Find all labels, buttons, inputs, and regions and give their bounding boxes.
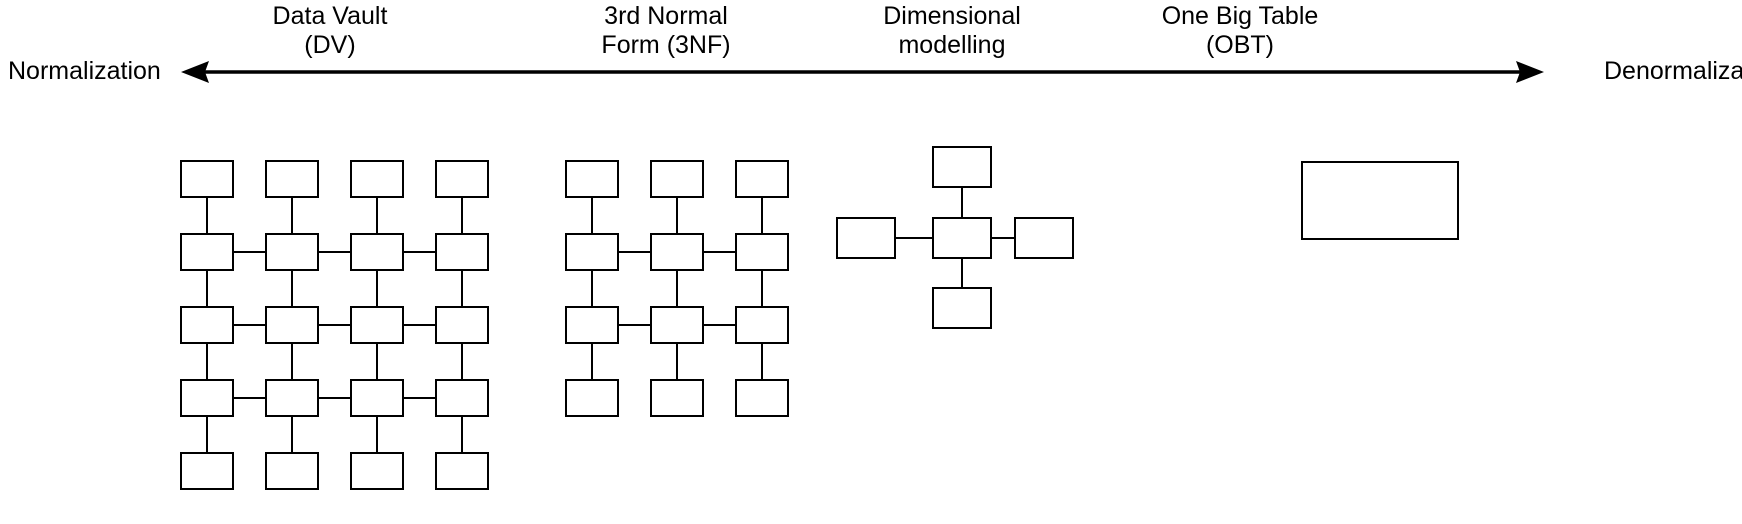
connector-vertical	[290, 417, 294, 452]
connector-vertical	[290, 198, 294, 233]
table-node	[435, 160, 489, 198]
connector-vertical	[460, 198, 464, 233]
connector-vertical	[375, 417, 379, 452]
table-node	[180, 160, 234, 198]
connector-vertical	[460, 271, 464, 306]
table-node	[435, 379, 489, 417]
table-node	[180, 306, 234, 344]
connector-horizontal	[319, 396, 350, 400]
connector-horizontal	[619, 250, 650, 254]
connector-horizontal	[992, 236, 1014, 240]
table-node	[265, 452, 319, 490]
connector-horizontal	[234, 396, 265, 400]
connector-vertical	[290, 344, 294, 379]
connector-horizontal	[404, 323, 435, 327]
dimension-table-node	[932, 146, 992, 188]
dimension-table-node	[932, 287, 992, 329]
connector-vertical	[760, 344, 764, 379]
table-node	[435, 452, 489, 490]
table-node	[735, 379, 789, 417]
connector-vertical	[675, 271, 679, 306]
connector-vertical	[205, 271, 209, 306]
connector-vertical	[375, 344, 379, 379]
connector-vertical	[590, 344, 594, 379]
connector-vertical	[205, 344, 209, 379]
table-node	[565, 306, 619, 344]
connector-vertical	[760, 198, 764, 233]
table-node	[180, 379, 234, 417]
column-title-dimensional-modelling: Dimensional modelling	[802, 2, 1102, 60]
axis-label-normalization: Normalization	[8, 57, 161, 85]
table-node	[350, 233, 404, 271]
table-node	[565, 233, 619, 271]
column-title-line2: (OBT)	[1205, 31, 1275, 59]
table-node	[735, 160, 789, 198]
table-node	[180, 452, 234, 490]
column-title-line1: Data Vault	[272, 2, 388, 30]
column-title-line2: (DV)	[304, 31, 356, 59]
table-node	[565, 379, 619, 417]
connector-vertical	[960, 188, 964, 217]
column-title-line2: modelling	[898, 31, 1006, 59]
table-node	[265, 233, 319, 271]
table-node	[350, 306, 404, 344]
column-title-line1: Dimensional	[883, 2, 1021, 30]
connector-horizontal	[896, 236, 932, 240]
axis-label-denormalization: Denormalization	[1604, 57, 1742, 85]
fact-table-node	[932, 217, 992, 259]
connector-vertical	[590, 271, 594, 306]
table-node	[650, 160, 704, 198]
connector-vertical	[675, 198, 679, 233]
connector-vertical	[290, 271, 294, 306]
connector-vertical	[205, 198, 209, 233]
table-node	[650, 379, 704, 417]
table-node	[565, 160, 619, 198]
connector-horizontal	[404, 396, 435, 400]
table-node	[180, 233, 234, 271]
connector-horizontal	[319, 323, 350, 327]
table-node	[350, 160, 404, 198]
connector-vertical	[590, 198, 594, 233]
connector-vertical	[375, 198, 379, 233]
connector-vertical	[375, 271, 379, 306]
table-node	[265, 160, 319, 198]
connector-vertical	[675, 344, 679, 379]
table-node	[350, 379, 404, 417]
column-title-line1: 3rd Normal	[604, 2, 728, 30]
column-title-one-big-table: One Big Table (OBT)	[1090, 2, 1390, 60]
table-node	[650, 233, 704, 271]
connector-horizontal	[704, 250, 735, 254]
table-node	[650, 306, 704, 344]
column-title-third-normal-form: 3rd Normal Form (3NF)	[516, 2, 816, 60]
table-node	[265, 306, 319, 344]
table-node	[735, 306, 789, 344]
table-node	[435, 233, 489, 271]
connector-horizontal	[404, 250, 435, 254]
connector-horizontal	[619, 323, 650, 327]
connector-vertical	[960, 259, 964, 287]
connector-vertical	[760, 271, 764, 306]
column-title-line1: One Big Table	[1161, 2, 1319, 30]
connector-horizontal	[234, 323, 265, 327]
connector-horizontal	[319, 250, 350, 254]
column-title-data-vault: Data Vault (DV)	[180, 2, 480, 60]
table-node	[265, 379, 319, 417]
connector-vertical	[460, 344, 464, 379]
table-node	[435, 306, 489, 344]
one-big-table-node	[1301, 161, 1459, 240]
dimension-table-node	[1014, 217, 1074, 259]
connector-horizontal	[234, 250, 265, 254]
dimension-table-node	[836, 217, 896, 259]
column-title-line2: Form (3NF)	[601, 31, 731, 59]
table-node	[350, 452, 404, 490]
connector-horizontal	[704, 323, 735, 327]
table-node	[735, 233, 789, 271]
connector-vertical	[460, 417, 464, 452]
connector-vertical	[205, 417, 209, 452]
